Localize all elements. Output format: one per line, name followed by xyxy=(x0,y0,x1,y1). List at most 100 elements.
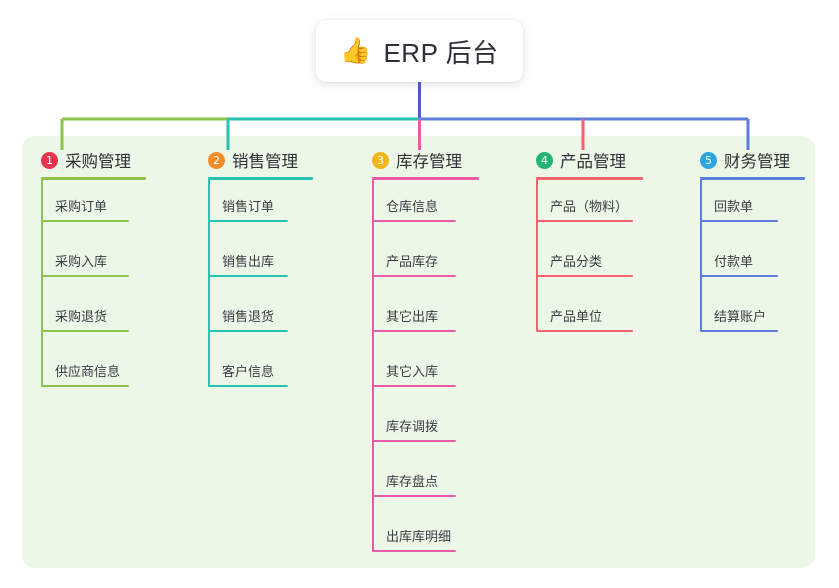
branch-item[interactable]: 销售订单 xyxy=(208,196,288,222)
branch-title: 采购管理 xyxy=(65,153,131,171)
branch-item-rule xyxy=(208,220,288,222)
branch-number-badge: 4 xyxy=(536,151,553,169)
branch-stem xyxy=(208,180,210,386)
root-node[interactable]: 👍 ERP 后台 xyxy=(316,20,523,82)
branch-item-rule xyxy=(700,220,778,222)
branch-item-rule xyxy=(372,275,456,277)
branch-header-rule xyxy=(208,177,313,180)
branch-item[interactable]: 客户信息 xyxy=(208,361,288,387)
branch-item-list: 产品（物料） 产品分类产品单位 xyxy=(536,180,643,355)
branch-header-rule xyxy=(700,177,805,180)
branch-item-rule xyxy=(372,495,456,497)
branch-item-rule xyxy=(372,220,456,222)
branch-item[interactable]: 采购订单 xyxy=(41,196,129,222)
branch-item-label: 其它入库 xyxy=(386,364,439,379)
branch-column-5: 5 财务管理回款单付款单结算账户 xyxy=(700,148,805,355)
branch-number-badge: 5 xyxy=(700,151,717,169)
branch-item-rule xyxy=(41,275,129,277)
branch-header-rule xyxy=(536,177,643,180)
branch-item-label: 结算账户 xyxy=(714,309,767,324)
branch-number-badge: 2 xyxy=(208,151,225,169)
branch-column-2: 2 销售管理销售订单销售出库销售退货客户信息 xyxy=(208,148,313,410)
branch-header-5[interactable]: 5 财务管理 xyxy=(700,148,805,172)
branch-item[interactable]: 其它出库 xyxy=(372,306,456,332)
branch-item-rule xyxy=(536,220,633,222)
branch-item-rule xyxy=(372,550,456,552)
branch-item-label: 产品（物料） xyxy=(550,199,629,214)
branch-item-rule xyxy=(208,275,288,277)
branch-item-label: 销售退货 xyxy=(222,309,275,324)
branch-item-label: 产品分类 xyxy=(550,254,603,269)
branch-item-rule xyxy=(372,440,456,442)
branch-item-label: 回款单 xyxy=(714,199,754,214)
branch-title: 产品管理 xyxy=(560,153,626,171)
branch-title: 销售管理 xyxy=(232,153,298,171)
branch-column-4: 4 产品管理产品（物料） 产品分类产品单位 xyxy=(536,148,643,355)
branch-item-list: 采购订单采购入库采购退货供应商信息 xyxy=(41,180,146,410)
branch-item-label: 销售出库 xyxy=(222,254,275,269)
branch-item-label: 采购订单 xyxy=(55,199,108,214)
branch-item[interactable]: 库存盘点 xyxy=(372,471,456,497)
branch-item[interactable]: 供应商信息 xyxy=(41,361,129,387)
branch-item-list: 仓库信息产品库存其它出库其它入库库存调拨库存盘点出库库明细 xyxy=(372,180,479,575)
branch-header-rule xyxy=(372,177,479,180)
branch-item-label: 产品单位 xyxy=(550,309,603,324)
branch-item[interactable]: 销售出库 xyxy=(208,251,288,277)
branch-item-label: 销售订单 xyxy=(222,199,275,214)
branch-item[interactable]: 产品单位 xyxy=(536,306,633,332)
branch-item-list: 销售订单销售出库销售退货客户信息 xyxy=(208,180,313,410)
branch-item-label: 产品库存 xyxy=(386,254,439,269)
branch-item-label: 仓库信息 xyxy=(386,199,439,214)
branch-item-rule xyxy=(372,330,456,332)
branch-item[interactable]: 出库库明细 xyxy=(372,526,456,552)
branch-item-list: 回款单付款单结算账户 xyxy=(700,180,805,355)
branch-item[interactable]: 产品库存 xyxy=(372,251,456,277)
branch-header-1[interactable]: 1 采购管理 xyxy=(41,148,146,172)
branch-item-rule xyxy=(372,385,456,387)
branch-number-badge: 1 xyxy=(41,151,58,169)
branch-item-label: 库存盘点 xyxy=(386,474,439,489)
branch-item[interactable]: 付款单 xyxy=(700,251,778,277)
root-node-title: ERP 后台 xyxy=(383,37,499,68)
branch-stem xyxy=(536,180,538,331)
branch-item[interactable]: 产品（物料） xyxy=(536,196,633,222)
branch-item-rule xyxy=(700,275,778,277)
branch-item[interactable]: 采购入库 xyxy=(41,251,129,277)
branch-item[interactable]: 结算账户 xyxy=(700,306,778,332)
branch-item[interactable]: 回款单 xyxy=(700,196,778,222)
branch-stem xyxy=(700,180,702,331)
branch-item-rule xyxy=(41,220,129,222)
branch-item-label: 客户信息 xyxy=(222,364,275,379)
branch-item[interactable]: 仓库信息 xyxy=(372,196,456,222)
branch-item[interactable]: 产品分类 xyxy=(536,251,633,277)
branch-item-label: 其它出库 xyxy=(386,309,439,324)
branch-column-3: 3 库存管理仓库信息产品库存其它出库其它入库库存调拨库存盘点出库库明细 xyxy=(372,148,479,575)
branch-item-label: 采购退货 xyxy=(55,309,108,324)
branch-title: 库存管理 xyxy=(396,153,462,171)
branch-item-rule xyxy=(700,330,778,332)
branch-item-label: 供应商信息 xyxy=(55,364,121,379)
branch-header-2[interactable]: 2 销售管理 xyxy=(208,148,313,172)
branch-header-rule xyxy=(41,177,146,180)
branch-item-rule xyxy=(208,385,288,387)
branch-item[interactable]: 销售退货 xyxy=(208,306,288,332)
thumbs-up-icon: 👍 xyxy=(340,36,372,65)
branch-item[interactable]: 采购退货 xyxy=(41,306,129,332)
branch-item-label: 出库库明细 xyxy=(386,529,452,544)
branch-item[interactable]: 库存调拨 xyxy=(372,416,456,442)
branch-item-rule xyxy=(536,330,633,332)
branch-stem xyxy=(41,180,43,386)
branch-item[interactable]: 其它入库 xyxy=(372,361,456,387)
branch-item-label: 采购入库 xyxy=(55,254,108,269)
branch-item-rule xyxy=(536,275,633,277)
branch-item-rule xyxy=(208,330,288,332)
branch-column-1: 1 采购管理采购订单采购入库采购退货供应商信息 xyxy=(41,148,146,410)
branch-item-label: 付款单 xyxy=(714,254,754,269)
branch-number-badge: 3 xyxy=(372,151,389,169)
branch-header-4[interactable]: 4 产品管理 xyxy=(536,148,643,172)
branch-stem xyxy=(372,180,374,551)
branch-item-rule xyxy=(41,385,129,387)
branch-title: 财务管理 xyxy=(724,153,790,171)
branch-header-3[interactable]: 3 库存管理 xyxy=(372,148,479,172)
